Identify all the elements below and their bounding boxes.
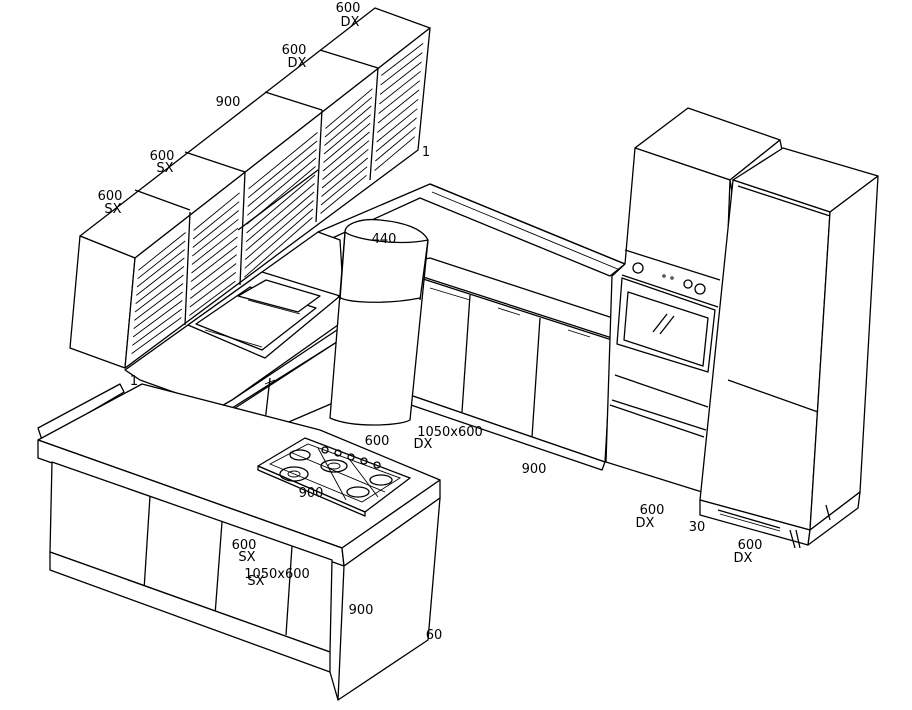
louvre-slat (376, 108, 418, 143)
label-island-hob-900: 900 (299, 486, 324, 501)
louvre-slat (190, 245, 238, 282)
label-wall-600-dx-b-size: 600 (282, 43, 307, 58)
label-base-600: 600 (365, 434, 390, 449)
label-wall-900: 900 (216, 95, 241, 110)
louvre-slat (136, 249, 186, 288)
louvre-slat (189, 263, 237, 299)
louvre-slat (377, 89, 420, 124)
tall-oven-column (605, 107, 785, 498)
label-wall-600-dx-a-side: DX (341, 15, 360, 30)
louvre-slat (379, 61, 422, 95)
label-island-corner-side: SX (247, 574, 264, 589)
louvre-slat (247, 149, 317, 207)
louvre-slat (244, 200, 314, 260)
louvre-slat (374, 136, 416, 171)
louvre-slat (324, 105, 372, 146)
louvre-slat (244, 217, 313, 278)
label-island-600-side: SX (238, 550, 255, 565)
louvre-slat (134, 274, 184, 313)
label-wall-600-sx-b-size: 600 (98, 189, 123, 204)
label-sink-end-1: 1 (130, 374, 138, 389)
label-island-plinth-60: 60 (426, 628, 443, 643)
louvre-slat (192, 210, 240, 248)
louvre-slat (247, 157, 317, 216)
gas-hob (257, 437, 411, 517)
louvre-slat (375, 117, 417, 152)
tall-fridge-column (699, 147, 879, 549)
louvre-slat (135, 266, 185, 305)
label-wall-600-dx-a-size: 600 (336, 1, 361, 16)
label-filler-30: 30 (689, 520, 706, 535)
louvre-slat (189, 271, 237, 308)
louvre-slat (320, 166, 368, 206)
louvre-slat (321, 157, 369, 197)
louvre-slat (248, 132, 318, 190)
louvre-slat (379, 70, 421, 105)
louvre-slat (245, 191, 315, 252)
louvre-slat (375, 126, 416, 162)
louvre-slat (245, 183, 315, 243)
louvre-slat (377, 98, 419, 133)
louvre-slat (133, 291, 183, 330)
label-oven-600-side: DX (636, 516, 655, 531)
wall-cabinet-slats (131, 42, 424, 355)
label-base-corner: 1050x600 (417, 425, 483, 440)
kitchen-island (37, 383, 441, 701)
louvre-slat (134, 283, 184, 321)
label-oven-600-size: 600 (640, 503, 665, 518)
label-base-dx: DX (414, 437, 433, 452)
label-wall-end-1: 1 (422, 145, 430, 160)
louvre-slat (132, 308, 183, 346)
louvre-slat (321, 148, 369, 189)
label-wall-600-dx-b-side: DX (288, 56, 307, 71)
dimension-labels: 600 DX 600 DX 900 600 SX 600 SX 1 1 440 … (98, 1, 763, 643)
louvre-slat (246, 174, 316, 234)
louvre-slat (323, 114, 371, 155)
louvre-slat (136, 257, 185, 296)
label-hood-440: 440 (372, 232, 397, 247)
louvre-slat (381, 42, 424, 76)
louvre-slat (325, 88, 373, 129)
louvre-slat (378, 80, 421, 114)
label-wall-600-sx-a-size: 600 (150, 149, 175, 164)
louvre-slat (244, 208, 314, 269)
louvre-slat (190, 254, 237, 291)
sink-counter (124, 231, 346, 431)
back-base-cabinets (404, 277, 613, 471)
louvre-slat (192, 201, 240, 240)
label-island-corner-size: 1050x600 (244, 567, 310, 582)
label-island-600-size: 600 (232, 538, 257, 553)
louvre-slat (322, 140, 370, 180)
louvre-slat (193, 192, 240, 231)
louvre-slat (138, 232, 186, 271)
label-wall-600-sx-b-side: SX (104, 202, 121, 217)
louvre-slat (192, 218, 239, 257)
louvre-slat (323, 122, 371, 163)
louvre-slat (131, 317, 182, 355)
louvre-slat (247, 140, 318, 199)
label-wall-600-sx-a-side: SX (156, 161, 173, 176)
label-fridge-600-side: DX (734, 551, 753, 566)
louvre-slat (132, 300, 183, 338)
louvre-slat (191, 236, 238, 274)
louvre-slat (322, 131, 370, 172)
louvre-slat (380, 52, 423, 86)
chimney-hood (329, 218, 429, 426)
louvre-slat (320, 174, 367, 214)
label-island-height-900: 900 (349, 603, 374, 618)
louvre-slat (137, 240, 186, 280)
label-base-900: 900 (522, 462, 547, 477)
louvre-slat (189, 280, 236, 316)
label-fridge-600-size: 600 (738, 538, 763, 553)
louvre-slat (324, 96, 373, 138)
louvre-slat (191, 227, 239, 265)
louvre-slat (246, 166, 316, 225)
